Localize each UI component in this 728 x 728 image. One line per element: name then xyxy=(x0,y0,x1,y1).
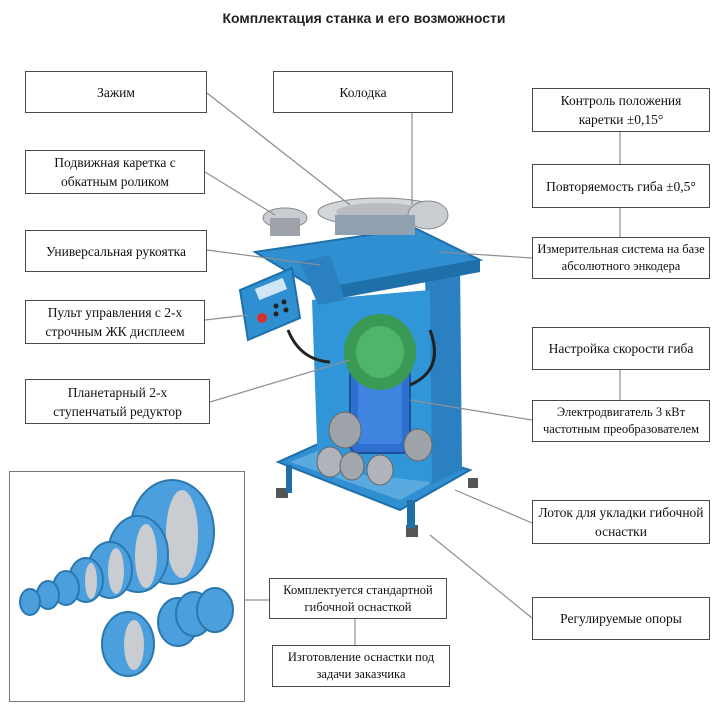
label-clamp: Зажим xyxy=(25,71,207,113)
label-standard-tooling: Комплектуется стандартной гибочной оснас… xyxy=(269,578,447,619)
handle xyxy=(300,255,345,305)
tray-roller xyxy=(328,411,362,449)
tooling-illustration xyxy=(19,479,234,677)
column-side xyxy=(425,262,462,485)
label-control-panel: Пульт управления с 2-х строчным ЖК диспл… xyxy=(25,300,205,344)
label-repeatability: Повторяемость гиба ±0,5° xyxy=(532,164,710,208)
label-carriage-position: Контроль положения каретки ±0,15° xyxy=(532,88,710,132)
label-supports: Регулируемые опоры xyxy=(532,597,710,640)
label-measuring-system: Измерительная система на базе абсолютног… xyxy=(532,237,710,279)
label-tray: Лоток для укладки гибочной оснастки xyxy=(532,500,710,544)
label-shoe: Колодка xyxy=(273,71,453,113)
diagram-title: Комплектация станка и его возможности xyxy=(222,10,506,26)
support-foot-left xyxy=(276,488,288,498)
label-motor: Электродвигатель 3 кВт частотным преобра… xyxy=(532,400,710,442)
label-handle: Универсальная рукоятка xyxy=(25,230,207,272)
label-carriage: Подвижная каретка с обкатным роликом xyxy=(25,150,205,194)
stop-button xyxy=(257,313,267,323)
label-speed: Настройка скорости гиба xyxy=(532,327,710,370)
label-reducer: Планетарный 2-х ступенчатый редуктор xyxy=(25,379,210,424)
support-foot-right xyxy=(468,478,478,488)
label-custom-tooling: Изготовление оснастки под задачи заказчи… xyxy=(272,645,450,687)
tooling-inset xyxy=(9,471,245,702)
